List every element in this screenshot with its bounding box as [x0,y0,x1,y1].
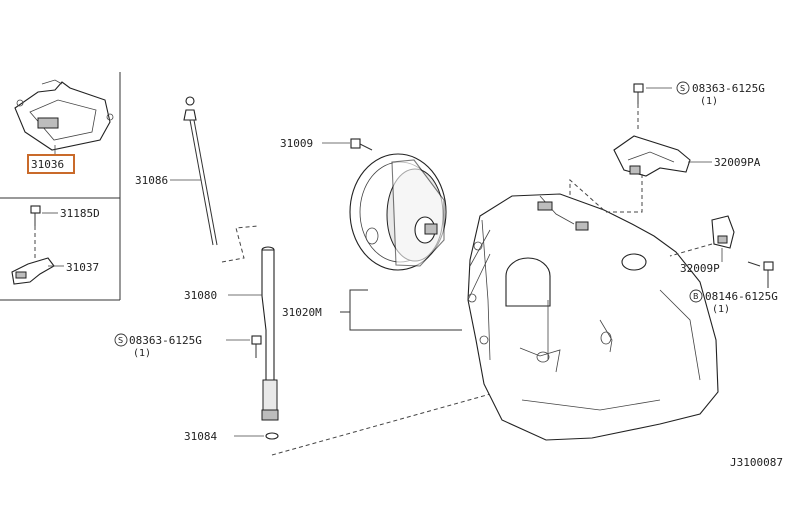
bracket-31037[interactable] [11,257,64,285]
inset-frame [0,72,121,301]
part-label-31080[interactable]: 31080 [184,289,217,302]
control-unit-31036[interactable] [14,79,114,155]
part-label-32009pa[interactable]: 32009PA [714,156,761,169]
drawing-number: J3100087 [730,456,783,469]
bolt-left-code[interactable]: 08363-6125G [129,334,202,347]
bolt-top-right-badge [676,81,690,95]
bolt-31185d[interactable] [30,205,58,258]
bolt-bracket-badge-letter: B [693,292,699,301]
bolt-bracket-08146[interactable] [747,261,774,288]
bracket-to-case-link [569,174,643,213]
part-label-31185d[interactable]: 31185D [60,207,100,220]
bracket-32009p[interactable] [711,215,735,262]
part-label-31020m[interactable]: 31020M [282,306,322,319]
bolt-left-badge [114,333,128,347]
bolt-left-qty: (1) [133,348,151,359]
bolt-top-right-qty: (1) [700,96,718,107]
torque-converter-callout [340,289,462,331]
dipstick-to-tube-link [221,225,259,263]
bolt-top-right-code[interactable]: 08363-6125G [692,82,765,95]
bracket-p-to-case-link [669,243,713,257]
bolt-31009[interactable] [322,138,373,151]
bolt-left-08363[interactable] [226,335,262,358]
transmission-case[interactable] [467,193,719,441]
bolt-bracket-qty: (1) [712,304,730,315]
part-label-31036-highlight [27,154,75,174]
part-label-31037[interactable]: 31037 [66,261,99,274]
o-ring-31084[interactable] [234,432,279,440]
bracket-32009pa[interactable] [613,135,712,177]
part-label-31086[interactable]: 31086 [135,174,168,187]
bolt-left-badge-letter: S [118,336,123,345]
filler-tube-31080[interactable] [228,246,279,421]
o-ring-to-case-link [271,387,513,456]
bolt-top-right-08363[interactable] [633,83,672,132]
part-label-31084[interactable]: 31084 [184,430,217,443]
part-label-32009p[interactable]: 32009P [680,262,720,275]
torque-converter-31020m[interactable] [349,153,447,271]
bolt-bracket-badge [689,289,703,303]
dipstick-31086[interactable] [170,96,218,246]
part-label-31009[interactable]: 31009 [280,137,313,150]
bolt-top-right-badge-letter: S [680,84,685,93]
part-label-31036[interactable]: 31036 [31,158,64,171]
bolt-bracket-code[interactable]: 08146-6125G [705,290,778,303]
